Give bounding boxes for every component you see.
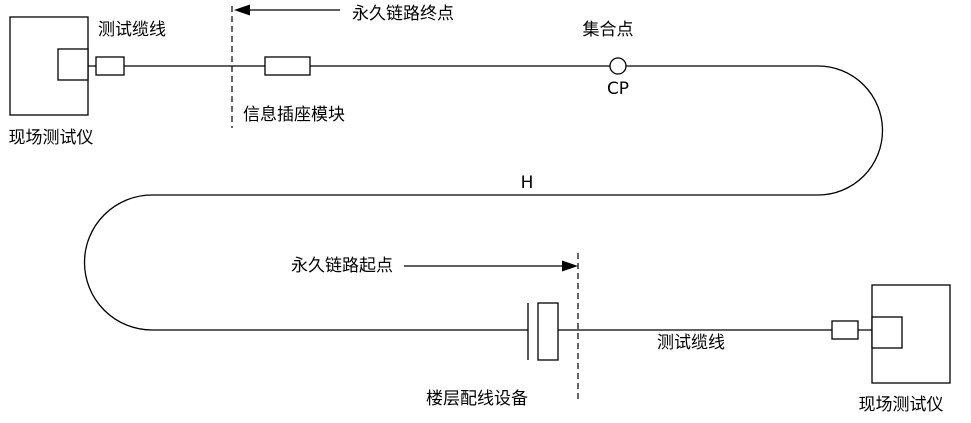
consolidation-point-symbol bbox=[609, 57, 627, 75]
cp-label: CP bbox=[607, 79, 629, 99]
test-cable-bottom-connector bbox=[831, 320, 859, 340]
cable-path-main bbox=[83, 65, 884, 331]
test-cable-top-label: 测试缆线 bbox=[98, 20, 166, 40]
test-cable-top-connector bbox=[95, 56, 125, 76]
field-tester-bottom-port bbox=[871, 316, 903, 349]
field-tester-top-label: 现场测试仪 bbox=[9, 128, 94, 148]
consolidation-point-label: 集合点 bbox=[583, 20, 634, 40]
floor-distributor-box bbox=[537, 302, 559, 361]
h-label: H bbox=[521, 173, 534, 193]
permanent-link-end-arrowhead bbox=[234, 4, 250, 16]
test-cable-bottom-label: 测试缆线 bbox=[657, 333, 725, 353]
permanent-link-start-arrowhead bbox=[562, 260, 578, 272]
info-outlet-module-label: 信息插座模块 bbox=[243, 105, 345, 125]
permanent-link-start-label: 永久链路起点 bbox=[291, 256, 393, 276]
floor-distributor-label: 楼层配线设备 bbox=[426, 389, 528, 409]
field-tester-top-port bbox=[57, 48, 89, 81]
info-outlet-module-symbol bbox=[264, 56, 311, 76]
field-tester-bottom-label: 现场测试仪 bbox=[859, 395, 944, 415]
permanent-link-end-label: 永久链路终点 bbox=[352, 4, 454, 24]
